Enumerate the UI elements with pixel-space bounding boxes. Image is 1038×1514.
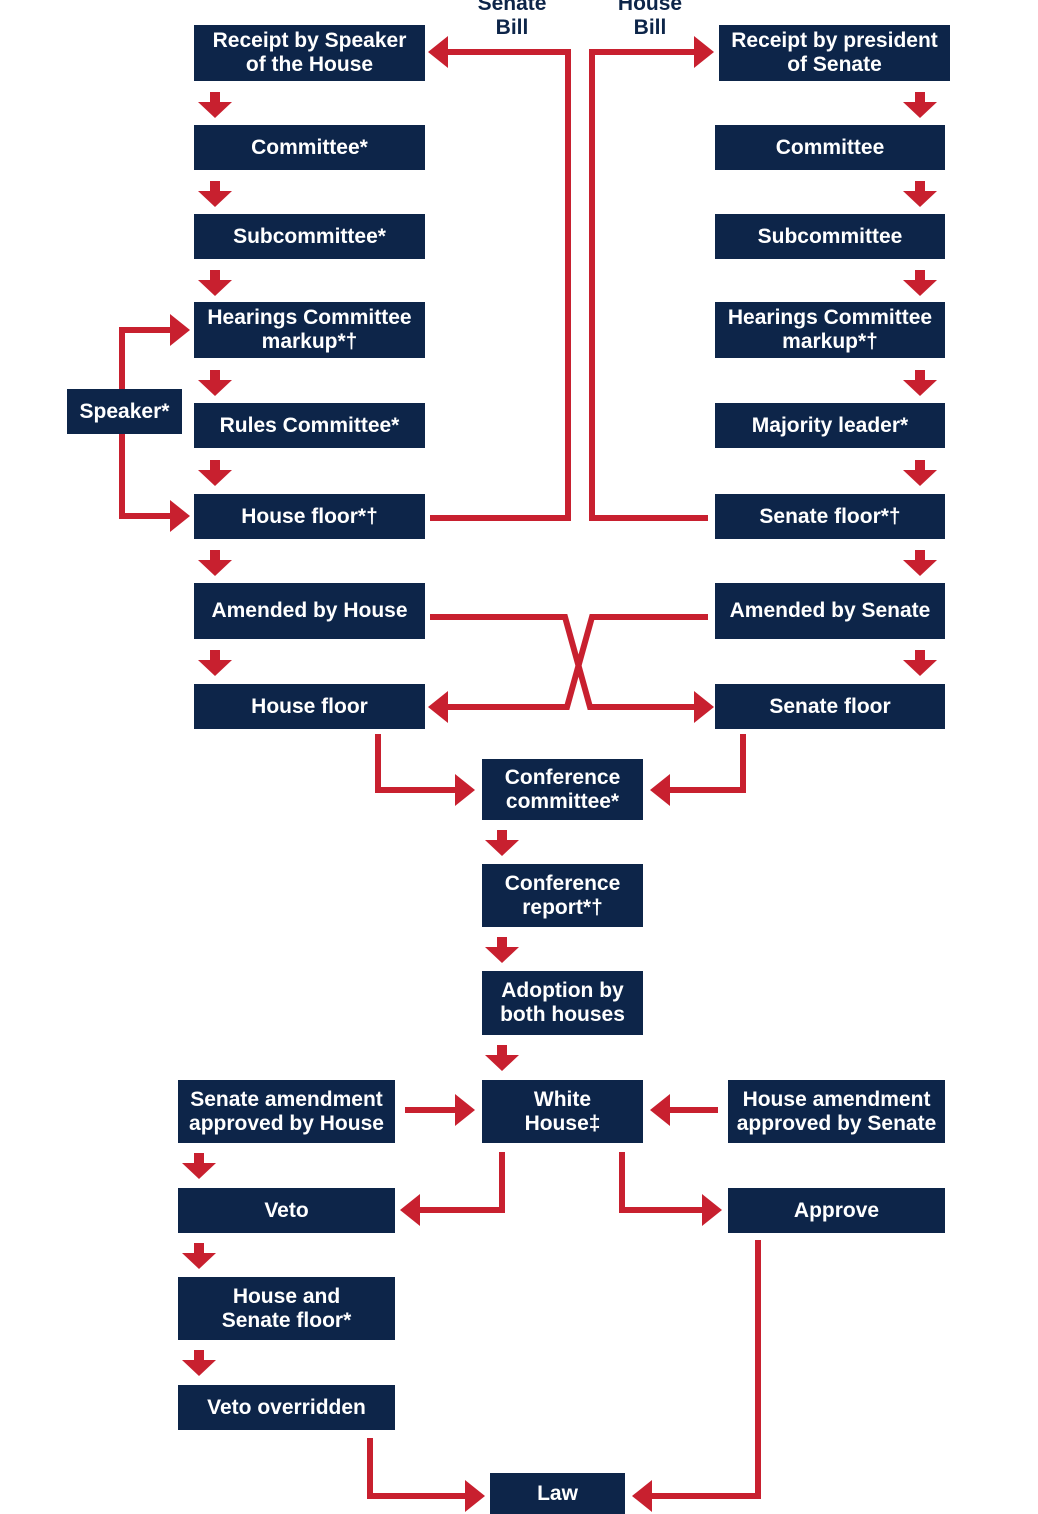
senate-amendment-box: Senate amendment approved by House	[178, 1080, 395, 1143]
amended-by-senate-box: Amended by Senate	[715, 583, 945, 639]
to-senate-floor-arrowhead	[694, 691, 714, 723]
center-step-arrow-2	[485, 937, 519, 963]
house-to-conference-arrowhead	[455, 774, 475, 806]
conference-committee-box: Conference committee*	[482, 759, 643, 820]
white-house-box: White House‡	[482, 1080, 643, 1143]
veto-box: Veto	[178, 1188, 395, 1233]
house-floor-box: House floor*†	[194, 494, 425, 539]
house-step-arrow-3	[198, 270, 232, 296]
rules-committee-box: Rules Committee*	[194, 403, 425, 448]
wh-to-approve-line	[619, 1152, 702, 1213]
senate-to-conference-line	[670, 734, 746, 793]
wh-to-approve-arrowhead	[702, 1194, 722, 1226]
senate-step-arrow-2	[903, 181, 937, 207]
house-bill-line	[589, 49, 708, 521]
approve-to-law-line	[652, 1240, 761, 1499]
senate-to-conference-arrowhead	[650, 774, 670, 806]
speaker-to-floor-arrowhead	[170, 500, 190, 532]
senate-bill-label: Senate Bill	[477, 0, 547, 39]
house-to-conference-line	[375, 734, 455, 793]
house-bill-label: House Bill	[617, 0, 683, 39]
senate-step-arrow-5	[903, 460, 937, 486]
house-bill-arrowhead	[694, 36, 714, 68]
final-step-arrow-3	[182, 1350, 216, 1376]
senate-step-arrow-4	[903, 370, 937, 396]
to-house-floor-arrowhead	[428, 691, 448, 723]
senate-final-floor-box: Senate floor	[715, 684, 945, 729]
senate-subcommittee-box: Subcommittee	[715, 214, 945, 259]
house-amendment-cross-line	[430, 614, 694, 710]
house-final-floor-box: House floor	[194, 684, 425, 729]
override-to-law-line	[367, 1438, 465, 1499]
center-step-arrow-3	[485, 1045, 519, 1071]
veto-overridden-box: Veto overridden	[178, 1385, 395, 1430]
senate-amendment-cross-line	[448, 614, 708, 710]
senate-step-arrow-1	[903, 92, 937, 118]
house-amendment-box: House amendment approved by Senate	[728, 1080, 945, 1143]
majority-leader-box: Majority leader*	[715, 403, 945, 448]
house-step-arrow-5	[198, 460, 232, 486]
house-subcommittee-box: Subcommittee*	[194, 214, 425, 259]
wh-to-veto-line	[420, 1152, 505, 1213]
approve-to-law-arrowhead	[632, 1480, 652, 1512]
house-step-arrow-2	[198, 181, 232, 207]
adoption-box: Adoption by both houses	[482, 971, 643, 1035]
senate-step-arrow-7	[903, 650, 937, 676]
house-step-arrow-4	[198, 370, 232, 396]
conference-report-box: Conference report*†	[482, 864, 643, 927]
house-step-arrow-6	[198, 550, 232, 576]
speaker-box: Speaker*	[67, 389, 182, 434]
house-receipt-box: Receipt by Speaker of the House	[194, 25, 425, 81]
speaker-to-hearings-arrowhead	[170, 314, 190, 346]
override-to-law-arrowhead	[465, 1480, 485, 1512]
senate-hearings-box: Hearings Committee markup*†	[715, 302, 945, 358]
house-committee-box: Committee*	[194, 125, 425, 170]
law-box: Law	[490, 1473, 625, 1514]
final-step-arrow-2	[182, 1243, 216, 1269]
senate-step-arrow-3	[903, 270, 937, 296]
center-step-arrow-1	[485, 830, 519, 856]
senate-floor-box: Senate floor*†	[715, 494, 945, 539]
senate-bill-arrowhead	[428, 36, 448, 68]
house-hearings-box: Hearings Committee markup*†	[194, 302, 425, 358]
house-step-arrow-1	[198, 92, 232, 118]
final-step-arrow-1	[182, 1153, 216, 1179]
senate-committee-box: Committee	[715, 125, 945, 170]
senate-bill-line	[430, 49, 571, 521]
senate-receipt-box: Receipt by president of Senate	[719, 25, 950, 81]
amended-by-house-box: Amended by House	[194, 583, 425, 639]
senate-step-arrow-6	[903, 550, 937, 576]
override-floor-box: House and Senate floor*	[178, 1277, 395, 1340]
house-step-arrow-7	[198, 650, 232, 676]
approve-box: Approve	[728, 1188, 945, 1233]
senate-amendment-to-wh-arrowhead	[455, 1094, 475, 1126]
house-amendment-to-wh-arrowhead	[650, 1094, 670, 1126]
wh-to-veto-arrowhead	[400, 1194, 420, 1226]
